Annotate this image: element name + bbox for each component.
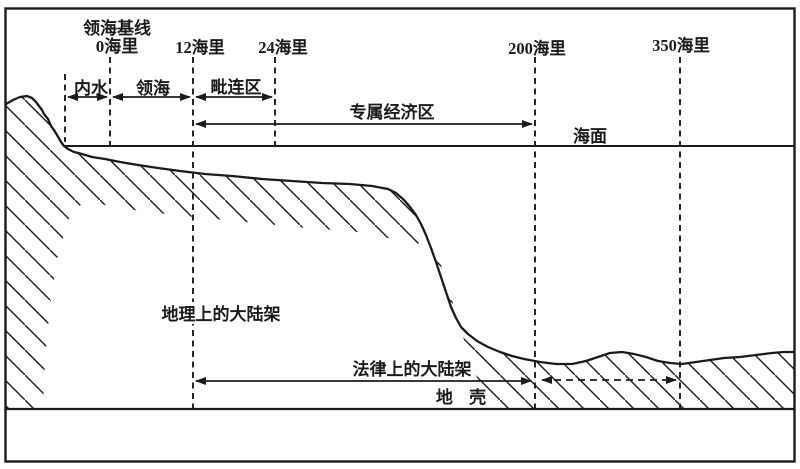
terrain-profile-line	[4, 94, 796, 366]
internal-waters-label: 内水	[74, 78, 109, 98]
baseline-title-label: 领海基线	[83, 18, 151, 38]
contiguous-zone-label: 毗连区	[211, 77, 262, 97]
sea-surface-label: 海面	[573, 126, 607, 146]
24nm-label: 24海里	[258, 37, 308, 57]
baseline-0nm-label: 0海里	[96, 36, 139, 56]
territorial-sea-label: 领海	[136, 78, 170, 98]
350nm-label: 350海里	[652, 35, 710, 55]
crust-label: 地 壳	[436, 387, 492, 407]
eez-label: 专属经济区	[350, 102, 435, 122]
200nm-label: 200海里	[508, 38, 566, 58]
12nm-label: 12海里	[175, 37, 225, 57]
legal-shelf-label: 法律上的大陆架	[353, 359, 472, 379]
geographic-shelf-label-backing	[156, 302, 286, 324]
seabed-hatching	[6, 96, 794, 408]
geographic-shelf-label: 地理上的大陆架	[162, 304, 281, 324]
